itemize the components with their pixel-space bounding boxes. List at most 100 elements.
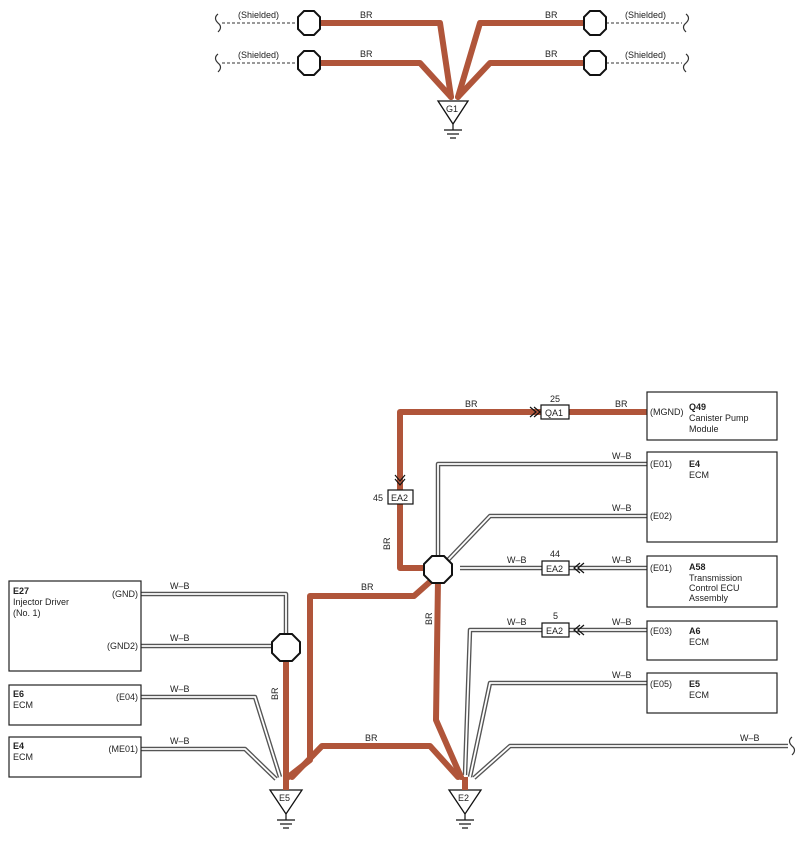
connector-pin: 45: [373, 493, 383, 503]
component-box: [8, 580, 142, 672]
component-a58: A58 Transmission Control ECU Assembly (E…: [646, 555, 778, 608]
wire-color-label: BR: [545, 49, 558, 59]
component-pin: (MGND): [650, 407, 684, 417]
component-pin: (E05): [650, 679, 672, 689]
wire-color-label: BR: [382, 537, 392, 550]
connector-ea2-mid: [541, 560, 570, 576]
shield-splice-icon: [297, 10, 321, 36]
br-wire-ea2: [397, 501, 429, 571]
connector-arrow-icon: [529, 406, 541, 418]
component-code: E5: [689, 679, 700, 689]
wire-color-label: BR: [360, 49, 373, 59]
component-e6: E6 ECM (E04): [8, 684, 142, 726]
wb-wire-e5-ecm: [467, 680, 647, 778]
break-mark: [682, 53, 690, 73]
component-name: Injector Driver: [13, 597, 69, 607]
wb-wire-e4-left: [141, 746, 278, 781]
wb-wire-offpage: [473, 745, 788, 779]
connector-qa1: [540, 404, 570, 420]
break-mark: [788, 736, 796, 756]
shielded-label-tr: (Shielded): [625, 10, 666, 20]
br-wire-e5-e2: [289, 743, 461, 780]
component-box: [646, 555, 778, 608]
component-code: E6: [13, 689, 24, 699]
wire-color-label: BR: [465, 399, 478, 409]
component-box: [646, 391, 778, 441]
wire-color-label: BR: [365, 733, 378, 743]
wire-color-label: W–B: [170, 633, 190, 643]
component-name: ECM: [689, 690, 709, 700]
wb-wire-a6: [462, 627, 647, 776]
connector-code: QA1: [545, 408, 563, 418]
top-ground-circuit: (Shielded) (Shielded) (Shielded) (Shield…: [214, 10, 690, 139]
component-name: ECM: [13, 752, 33, 762]
component-name: ECM: [13, 700, 33, 710]
ground-e5: E5: [268, 789, 304, 829]
component-name: ECM: [689, 470, 709, 480]
component-code: Q49: [689, 402, 706, 412]
component-pin: (GND): [112, 589, 138, 599]
wb-wire-e5-ecm: [469, 682, 647, 778]
shielded-label-br: (Shielded): [625, 50, 666, 60]
wire-color-label: W–B: [612, 451, 632, 461]
wire-color-label: W–B: [507, 555, 527, 565]
shielded-label-bl: (Shielded): [238, 50, 279, 60]
wire-color-label: W–B: [612, 617, 632, 627]
component-box: [646, 451, 778, 543]
connector-arrow-icon: [573, 562, 585, 574]
br-wire-bottom-right: [455, 60, 596, 100]
wire-color-label: W–B: [612, 670, 632, 680]
shield-splice-icon: [583, 10, 607, 36]
wire-color-label: BR: [424, 612, 434, 625]
component-box: [646, 620, 778, 661]
component-name: ECM: [689, 637, 709, 647]
component-name: Assembly: [689, 593, 729, 603]
connector-code: EA2: [391, 493, 408, 503]
component-pin: (ME01): [108, 744, 138, 754]
ground-label-g1: G1: [446, 104, 458, 114]
ground-e2: E2: [447, 789, 483, 829]
component-code: E4: [13, 741, 24, 751]
splice-icon: [271, 633, 301, 662]
ground-label: E5: [279, 793, 290, 803]
shield-splice-icon: [297, 50, 321, 76]
br-wire-to-e2: [433, 577, 464, 780]
wb-wire-e27-gnd: [141, 591, 289, 636]
component-name: Module: [689, 424, 719, 434]
connector-arrow-icon: [573, 624, 585, 636]
component-code: E27: [13, 586, 29, 596]
wire-color-label: BR: [545, 10, 558, 20]
connector-pin: 5: [553, 611, 558, 621]
component-a6: A6 ECM (E03): [646, 620, 778, 661]
wire-color-label: W–B: [740, 733, 760, 743]
break-mark: [682, 13, 690, 33]
ground-icon: [436, 100, 470, 126]
connector-pin: 25: [550, 394, 560, 404]
wire-color-label: W–B: [170, 736, 190, 746]
component-pin: (E04): [116, 692, 138, 702]
component-box: [8, 736, 142, 778]
wb-wire-e4-e02: [447, 515, 647, 561]
wb-wire-a6: [464, 629, 647, 776]
connector-ea2-low: [541, 622, 570, 638]
wire-color-label: BR: [270, 687, 280, 700]
component-name: Canister Pump: [689, 413, 749, 423]
wb-wires: [141, 461, 788, 781]
shield-splice-icon: [583, 50, 607, 76]
component-e27: E27 Injector Driver (No. 1) (GND) (GND2): [8, 580, 142, 672]
ground-label: E2: [458, 793, 469, 803]
shielded-label-tl: (Shielded): [238, 10, 279, 20]
component-pin: (E01): [650, 459, 672, 469]
wire-color-label: W–B: [170, 581, 190, 591]
component-pin: (E03): [650, 626, 672, 636]
component-code: A58: [689, 562, 706, 572]
connector-pin: 44: [550, 549, 560, 559]
component-e4-right: E4 ECM (E01) (E02): [646, 451, 778, 543]
wb-wire-e4-e02: [446, 513, 647, 562]
component-pin: (GND2): [107, 641, 138, 651]
component-e5-ecm: E5 ECM (E05): [646, 672, 778, 714]
wire-color-label: W–B: [612, 555, 632, 565]
wb-wire-e27-gnd: [141, 593, 287, 636]
component-name: Control ECU: [689, 583, 740, 593]
